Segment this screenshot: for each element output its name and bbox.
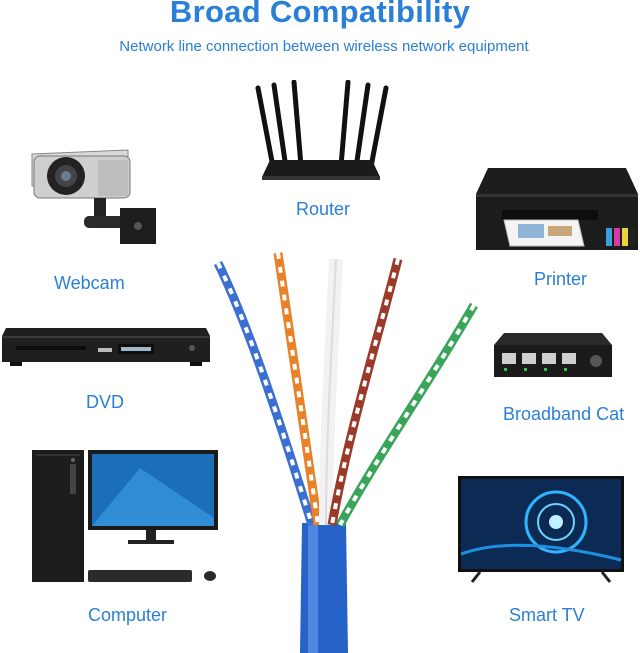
router-label: Router	[296, 199, 351, 219]
page-title: Broad Compatibility	[169, 0, 471, 29]
security-camera-icon	[31, 149, 156, 244]
printer-label: Printer	[534, 269, 588, 289]
router-icon	[255, 80, 389, 180]
page-subtitle: Network line connection between wireless…	[119, 38, 529, 55]
webcam-label: Webcam	[54, 273, 125, 293]
smart-tv-icon	[458, 476, 624, 583]
ethernet-cable-icon	[213, 252, 478, 653]
network-switch-icon	[494, 333, 612, 377]
computer-label: Computer	[88, 605, 168, 625]
dvd-player-icon	[2, 328, 210, 366]
desktop-computer-icon	[32, 450, 218, 582]
printer-icon	[476, 168, 638, 250]
dvd-label: DVD	[86, 392, 125, 412]
smart-tv-label: Smart TV	[509, 605, 585, 625]
broadband-cat-label: Broadband Cat	[503, 404, 625, 424]
